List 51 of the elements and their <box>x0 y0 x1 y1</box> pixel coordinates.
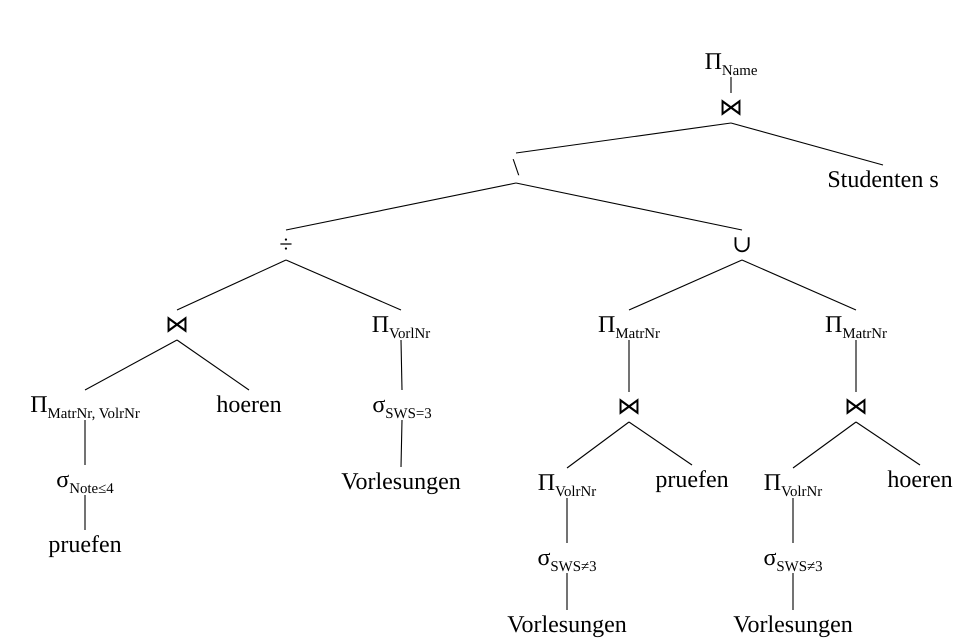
tree-edge <box>84 495 86 530</box>
expression-term: \ <box>510 153 522 183</box>
tree-edge <box>566 498 568 543</box>
tree-edge <box>286 182 516 231</box>
expression-term: Π$_{VorlNr}$ <box>370 310 432 340</box>
tree-edge <box>84 420 86 465</box>
expression-term: Π$_{MatrNr}$ <box>596 310 662 340</box>
expression-term: hoeren <box>885 465 955 495</box>
tree-edge <box>855 340 857 392</box>
tree-edge <box>628 422 692 466</box>
tree-edge <box>730 77 732 93</box>
tree-edge <box>566 573 568 610</box>
expression-term: σ$_{Note≤4}$ <box>54 465 116 495</box>
tree-edge <box>792 498 794 543</box>
tree-edge <box>176 340 250 390</box>
expression-term: Π$_{MatrNr, VolrNr}$ <box>28 390 142 420</box>
expression-term: pruefen <box>46 530 124 560</box>
expression-term: σ$_{SWS≠3}$ <box>761 543 825 573</box>
expression-term: Π$_{VolrNr}$ <box>536 468 598 498</box>
expression-term: Π$_{MatrNr}$ <box>823 310 889 340</box>
tree-edge <box>628 260 742 310</box>
tree-edge <box>176 260 286 310</box>
tree-edge <box>628 340 630 392</box>
expression-term: ÷ <box>277 230 295 260</box>
expression-term: ∪ <box>730 230 754 260</box>
expression-term: hoeren <box>214 390 284 420</box>
tree-edge <box>286 260 402 310</box>
expression-term: Π$_{Name}$ <box>702 47 760 77</box>
tree-edge <box>730 122 884 166</box>
tree-edge <box>84 340 178 390</box>
expression-term: σ$_{SWS=3}$ <box>370 390 434 420</box>
expression-term: pruefen <box>653 465 731 495</box>
tree-edge <box>516 122 732 154</box>
expression-term: σ$_{SWS≠3}$ <box>535 543 599 573</box>
tree-edge <box>792 573 794 610</box>
expression-term: Vorlesungen <box>731 610 855 640</box>
expression-term: ⋈ <box>615 392 643 422</box>
expression-term: ⋈ <box>717 93 745 123</box>
tree-edge <box>400 340 403 390</box>
expression-term: Vorlesungen <box>339 467 463 497</box>
expression-term: Π$_{VolrNr}$ <box>762 468 824 498</box>
tree-edge <box>856 422 920 466</box>
tree-edge <box>792 422 856 468</box>
expression-term: ⋈ <box>842 392 870 422</box>
tree-edge <box>742 260 856 310</box>
tree-edge <box>516 182 742 231</box>
expression-term: Vorlesungen <box>505 610 629 640</box>
expression-term: ⋈ <box>163 310 191 340</box>
tree-edge <box>566 422 630 468</box>
expression-term: Studenten s <box>825 165 941 195</box>
tree-edge <box>400 420 403 468</box>
